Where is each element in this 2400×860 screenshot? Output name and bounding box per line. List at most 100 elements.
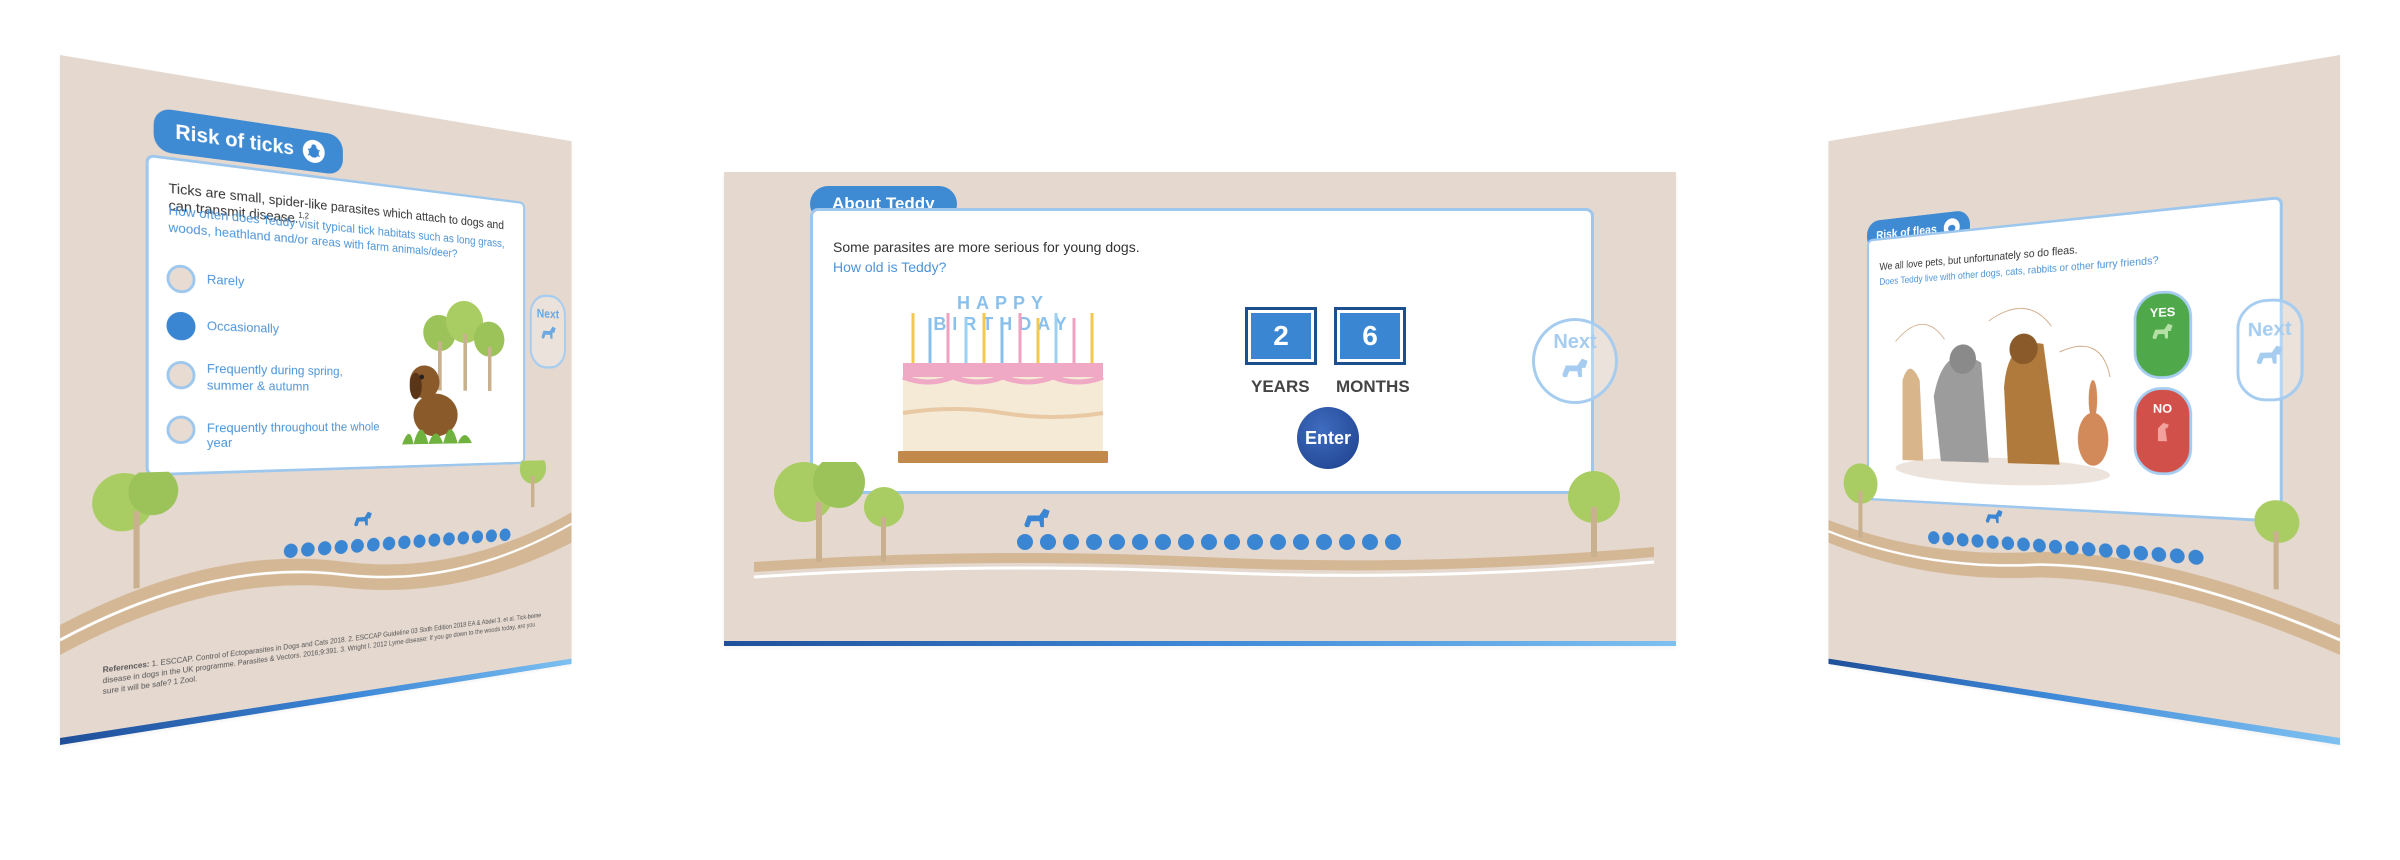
dog-sitting-icon [2157,422,2169,442]
progress-pawprint [1983,506,2006,533]
question-card: Ticks are small, spider-like parasites w… [145,153,526,477]
progress-dots [1017,534,1401,550]
progress-dot [485,529,497,543]
dog-progress-icon [1024,508,1050,528]
progress-dot [1109,534,1125,550]
next-button[interactable]: Next [529,293,566,370]
progress-dot [1132,534,1148,550]
next-label: Next [2247,318,2292,342]
landscape-illustration [1828,462,2340,655]
progress-dot [301,541,315,558]
landscape-illustration [60,459,572,655]
progress-dot [1178,534,1194,550]
progress-pawprint [1017,504,1057,539]
dog-icon [2152,323,2173,339]
progress-dot [1017,534,1033,550]
progress-dot [1956,532,1969,547]
progress-dot [283,543,298,559]
progress-dot [2001,536,2015,551]
radio-button-selected[interactable] [166,311,196,341]
progress-dot [1942,531,1954,546]
option-label: Frequently throughout the whole year [206,419,380,451]
next-button[interactable]: Next [2236,296,2304,402]
screen-risk-of-ticks: Risk of ticks Ticks are small, spider-li… [60,55,572,745]
yes-label: YES [2149,304,2176,320]
progress-dot [428,533,441,548]
progress-dot [367,537,380,552]
progress-dot [2133,545,2148,561]
progress-dot [443,532,455,546]
progress-dot [1224,534,1240,550]
enter-button[interactable]: Enter [1297,407,1359,469]
option-label: Frequently during spring, summer & autum… [206,360,343,394]
progress-dot [1270,534,1286,550]
progress-dot [1155,534,1171,550]
dog-progress-icon [1985,509,2003,524]
progress-dot [382,536,396,551]
progress-dot [398,535,411,550]
radio-button[interactable] [166,360,196,390]
birthday-cake: HAPPY BIRTHDAY [898,287,1108,467]
tick-icon [302,138,325,165]
progress-dot [499,528,511,542]
progress-dot [1986,534,1999,550]
screen-about-teddy: About Teddy Some parasites are more seri… [724,172,1676,646]
option-label: Occasionally [206,317,279,336]
question-card: Some parasites are more serious for youn… [810,208,1594,494]
months-label: MONTHS [1336,377,1410,396]
tab-title-label: Risk of ticks [175,119,294,160]
progress-dot [2017,537,2030,552]
progress-dot [413,534,426,549]
progress-dot [2151,546,2167,563]
dog-icon [1562,358,1588,378]
dog-in-grass-illustration [402,299,505,445]
option-rarely[interactable]: Rarely [166,262,361,306]
option-occasionally[interactable]: Occasionally [166,309,361,348]
progress-dot [1040,534,1056,550]
progress-dot [1339,534,1355,550]
next-label: Next [1553,331,1597,353]
dog-progress-icon [354,511,372,527]
dog-icon [2256,345,2283,364]
radio-button[interactable] [166,263,196,294]
option-frequently-year[interactable]: Frequently throughout the whole year [166,413,392,450]
question-text: How old is Teddy? [833,259,947,275]
progress-dot [457,531,470,545]
progress-dot [1385,534,1401,550]
progress-dot [2169,547,2185,564]
progress-dot [1063,534,1079,550]
years-input[interactable]: 2 [1245,307,1317,365]
no-label: NO [2152,400,2173,416]
progress-dot [2188,549,2204,566]
option-label: Rarely [206,271,245,289]
bottom-accent-bar [1828,658,2340,745]
no-button[interactable]: NO [2133,386,2193,477]
landscape-illustration [753,462,1655,579]
progress-dot [1201,534,1217,550]
progress-pawprint [351,508,375,536]
radio-button[interactable] [166,415,196,445]
progress-dot [1928,530,1940,545]
progress-dot [2098,542,2113,559]
months-input[interactable]: 6 [1334,307,1406,365]
next-label: Next [536,307,560,322]
progress-dot [2081,541,2096,557]
cake-icon [898,313,1108,463]
progress-dot [1362,534,1378,550]
progress-dot [2065,540,2079,556]
progress-dot [334,539,348,555]
progress-dot [2032,538,2046,553]
progress-dot [2116,544,2131,560]
next-button[interactable]: Next [1532,318,1618,404]
option-frequently-seasonal[interactable]: Frequently during spring, summer & autum… [166,357,361,400]
yes-button[interactable]: YES [2133,289,2193,380]
bottom-accent-bar [724,641,1676,646]
dog-icon [541,325,556,339]
progress-dot [471,530,484,544]
progress-dot [1316,534,1332,550]
progress-dot [350,538,364,554]
progress-dot [1247,534,1263,550]
years-label: YEARS [1251,377,1310,396]
progress-dot [2049,539,2063,555]
